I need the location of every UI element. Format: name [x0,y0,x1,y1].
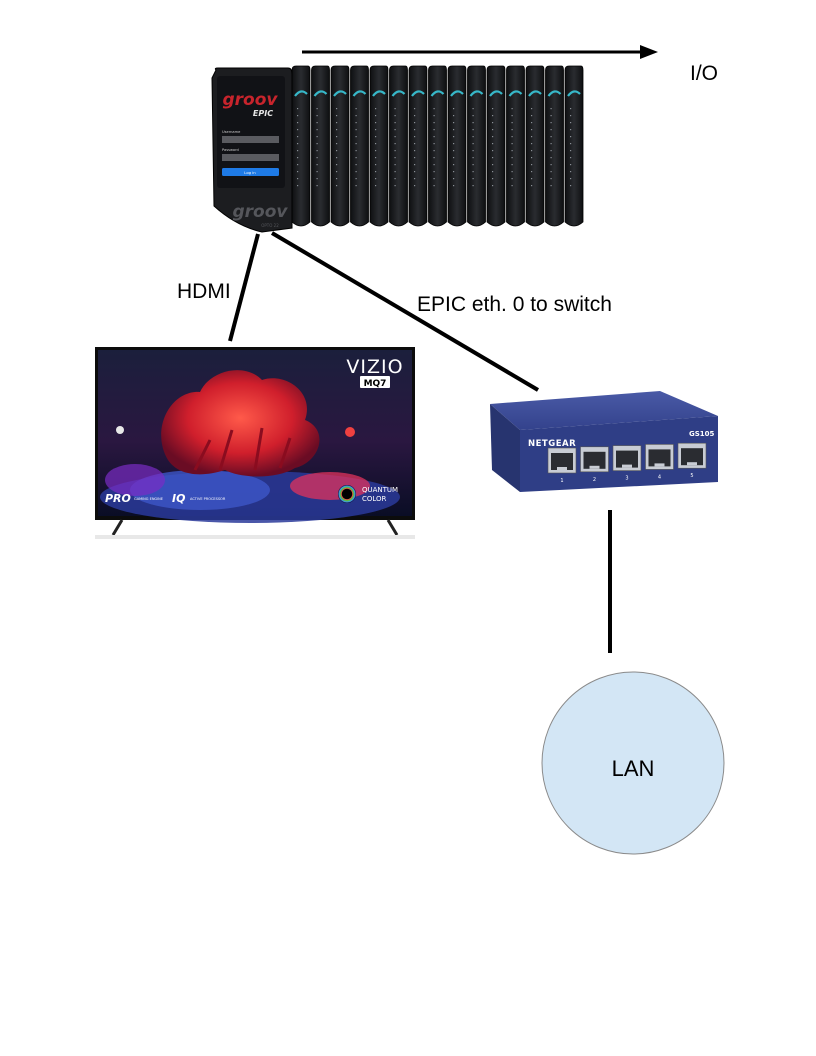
tv-badge-iq-sub: ACTIVE PROCESSOR [190,497,226,501]
controller-brand: groov [223,90,279,110]
io-module [350,65,369,227]
io-arrow [302,45,658,59]
controller-username-field [222,136,279,143]
switch-port: 5 [677,442,707,479]
io-module [311,65,330,227]
controller-password-field [222,154,279,161]
switch-model: GS105 [689,430,715,438]
hdmi-cable-line [228,233,260,342]
ethernet-cable-line [270,231,540,392]
tv-badge-qc-line1: QUANTUM [362,486,398,494]
switch-side [490,404,520,492]
controller-username-label: Username [222,130,241,134]
io-label: I/O [690,62,719,85]
controller-login-label: Log in [244,170,256,175]
switch-port: 1 [547,447,577,484]
io-module [467,65,486,227]
switch-top [490,391,718,430]
switch-port: 3 [612,445,642,482]
switch-port-number: 5 [690,473,693,479]
switch-port-number: 3 [625,476,628,482]
switch-ports: 1 2 3 4 5 [547,442,707,484]
controller-brand-sub: OPTO 22 [261,223,279,228]
hdmi-label: HDMI [177,280,231,303]
io-module [525,65,545,227]
io-module [428,65,447,227]
io-module [369,65,389,227]
tv-base-shadow [95,535,415,539]
lan-circle [541,671,725,855]
tv-badge-iq: IQ [172,492,185,505]
controller-brand-bottom: groov [233,202,289,222]
tv-badge-pro: PRO [105,492,131,505]
tv-brand: VIZIO [346,356,403,378]
lan-label: LAN [611,756,655,781]
io-module [564,65,584,227]
tv-badge-qc-line2: COLOR [362,495,387,503]
tv-badge-pro-sub: GAMING ENGINE [134,497,163,501]
epic-ethernet-label: EPIC eth. 0 to switch [417,293,612,316]
io-module [408,65,428,227]
groov-epic-controller: groov EPIC Username Password Log in groo… [211,65,584,233]
switch-brand: NETGEAR [528,439,576,449]
switch-port-number: 1 [560,478,563,484]
controller-model: EPIC [253,109,273,118]
io-modules [291,65,584,227]
io-module [506,65,525,227]
io-module [389,65,408,227]
io-module [447,65,467,227]
tv-stand-left [111,519,124,536]
tv-model-badge [360,376,390,388]
io-module [330,65,350,227]
netgear-switch: NETGEAR GS105 1 2 3 4 5 [490,391,718,492]
switch-port: 4 [645,444,674,480]
tv-model: MQ7 [364,379,387,389]
quantum-color-icon [338,485,356,503]
switch-port-number: 2 [593,477,596,483]
io-module [486,65,506,227]
tv-stand-right [386,519,399,536]
switch-port-number: 4 [658,474,661,480]
controller-password-label: Password [222,148,239,152]
controller-login-button [222,168,279,176]
io-module [545,65,564,227]
vizio-tv: VIZIO MQ7 PRO GAMING ENGINE IQ ACTIVE PR… [95,347,415,539]
switch-port: 2 [580,446,609,483]
io-module [291,65,311,227]
